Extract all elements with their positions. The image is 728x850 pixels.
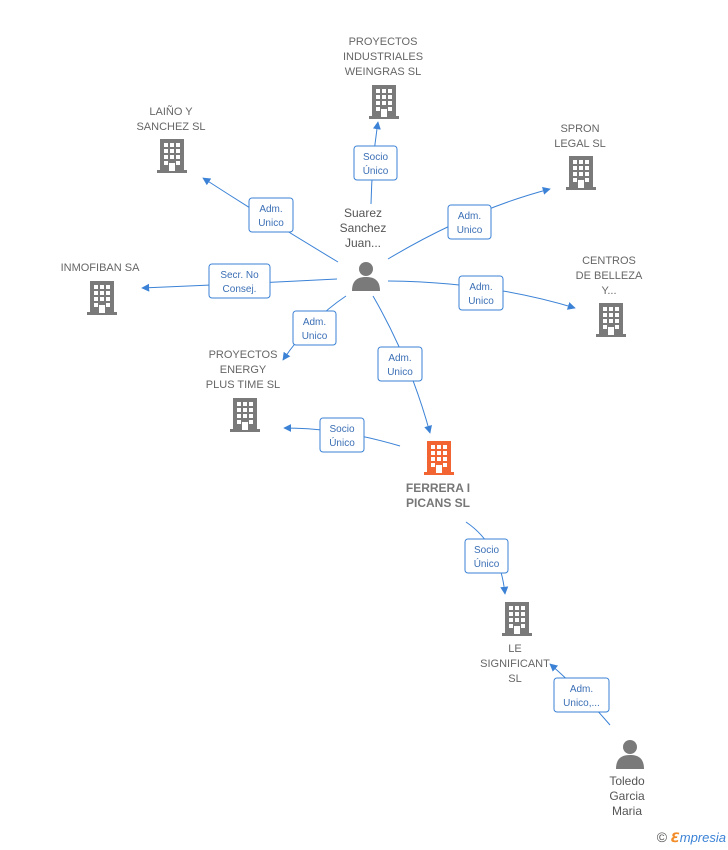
svg-text:SL: SL: [508, 673, 521, 685]
building-icon: [369, 85, 399, 119]
node-energy[interactable]: PROYECTOS ENERGY PLUS TIME SL: [206, 349, 280, 432]
edge-label-to-ferrera[interactable]: Adm. Unico: [377, 346, 423, 382]
svg-text:LAIÑO Y: LAIÑO Y: [149, 105, 193, 118]
node-toledo[interactable]: Toledo Garcia Maria: [609, 740, 645, 818]
svg-text:Suarez: Suarez: [344, 206, 382, 220]
brand-logo: © ℇmpresia: [657, 829, 726, 846]
svg-text:CENTROS: CENTROS: [582, 255, 636, 267]
edge-label-ferrera-to-le[interactable]: Socio Único: [464, 538, 509, 574]
svg-text:ENERGY: ENERGY: [220, 364, 267, 376]
node-le-significant[interactable]: LE SIGNIFICANT SL: [480, 602, 550, 685]
svg-text:PROYECTOS: PROYECTOS: [209, 349, 278, 361]
svg-text:Adm.: Adm.: [259, 204, 282, 215]
svg-text:Socio: Socio: [329, 424, 354, 435]
svg-text:Único: Único: [329, 436, 355, 449]
building-icon: [566, 156, 596, 190]
copyright-icon: ©: [656, 829, 668, 845]
svg-text:Unico: Unico: [258, 218, 284, 229]
svg-text:Adm.: Adm.: [303, 317, 326, 328]
svg-text:SIGNIFICANT: SIGNIFICANT: [480, 658, 550, 670]
svg-text:Unico: Unico: [387, 367, 413, 378]
svg-text:INMOFIBAN SA: INMOFIBAN SA: [61, 262, 141, 274]
svg-text:Unico,...: Unico,...: [563, 698, 600, 709]
edge-label-to-inmofiban[interactable]: Secr. No Consej.: [208, 263, 271, 299]
svg-text:INDUSTRIALES: INDUSTRIALES: [343, 51, 423, 63]
svg-text:Consej.: Consej.: [223, 284, 257, 295]
svg-text:SPRON: SPRON: [560, 123, 599, 135]
svg-text:WEINGRAS SL: WEINGRAS SL: [345, 66, 421, 78]
svg-text:Toledo: Toledo: [609, 774, 645, 788]
svg-text:FERRERA I: FERRERA I: [406, 481, 470, 495]
building-icon: [424, 441, 454, 475]
svg-text:LEGAL SL: LEGAL SL: [554, 138, 606, 150]
edge-label-to-centros[interactable]: Adm. Unico: [458, 275, 504, 311]
svg-text:Garcia: Garcia: [609, 789, 645, 803]
svg-text:Adm.: Adm.: [570, 684, 593, 695]
edge-label-ferrera-to-energy[interactable]: Socio Único: [319, 417, 365, 453]
building-icon: [502, 602, 532, 636]
node-suarez[interactable]: Suarez Sanchez Juan...: [340, 206, 387, 291]
edge-label-toledo-to-le[interactable]: Adm. Unico,...: [553, 677, 610, 713]
svg-text:LE: LE: [508, 643, 521, 655]
svg-text:Unico: Unico: [468, 296, 494, 307]
node-ferrera[interactable]: FERRERA I PICANS SL: [406, 441, 470, 510]
svg-text:Unico: Unico: [457, 225, 483, 236]
edge-label-to-energy[interactable]: Adm. Unico: [292, 310, 337, 346]
node-spron[interactable]: SPRON LEGAL SL: [554, 123, 606, 190]
svg-text:Maria: Maria: [612, 804, 642, 818]
svg-text:DE BELLEZA: DE BELLEZA: [576, 270, 643, 282]
svg-text:SANCHEZ SL: SANCHEZ SL: [136, 121, 205, 133]
brand-name: mpresia: [679, 830, 726, 845]
building-icon: [596, 303, 626, 337]
svg-text:PROYECTOS: PROYECTOS: [349, 36, 418, 48]
svg-text:Unico: Unico: [302, 331, 328, 342]
svg-text:Único: Único: [474, 557, 500, 570]
building-icon: [157, 139, 187, 173]
node-laino[interactable]: LAIÑO Y SANCHEZ SL: [136, 105, 206, 173]
edge-label-to-laino[interactable]: Adm. Unico: [248, 197, 294, 233]
svg-text:Adm.: Adm.: [388, 353, 411, 364]
svg-text:Socio: Socio: [474, 545, 499, 556]
svg-text:Adm.: Adm.: [469, 282, 492, 293]
edge-label-to-weingras[interactable]: Socio Único: [353, 145, 398, 181]
svg-text:Único: Único: [363, 164, 389, 177]
brand-e: ℇ: [670, 830, 680, 845]
svg-text:Secr. No: Secr. No: [220, 270, 259, 281]
person-icon: [616, 740, 644, 769]
svg-text:Adm.: Adm.: [458, 211, 481, 222]
svg-text:Sanchez: Sanchez: [340, 221, 387, 235]
edge-label-to-spron[interactable]: Adm. Unico: [447, 204, 492, 240]
svg-text:PLUS TIME SL: PLUS TIME SL: [206, 379, 280, 391]
person-icon: [352, 262, 380, 291]
svg-text:PICANS SL: PICANS SL: [406, 496, 470, 510]
node-inmofiban[interactable]: INMOFIBAN SA: [61, 262, 141, 315]
node-weingras[interactable]: PROYECTOS INDUSTRIALES WEINGRAS SL: [343, 36, 423, 119]
svg-text:Socio: Socio: [363, 152, 388, 163]
svg-text:Juan...: Juan...: [345, 236, 381, 250]
node-centros[interactable]: CENTROS DE BELLEZA Y...: [576, 255, 643, 337]
building-icon: [230, 398, 260, 432]
svg-text:Y...: Y...: [601, 285, 616, 297]
building-icon: [87, 281, 117, 315]
